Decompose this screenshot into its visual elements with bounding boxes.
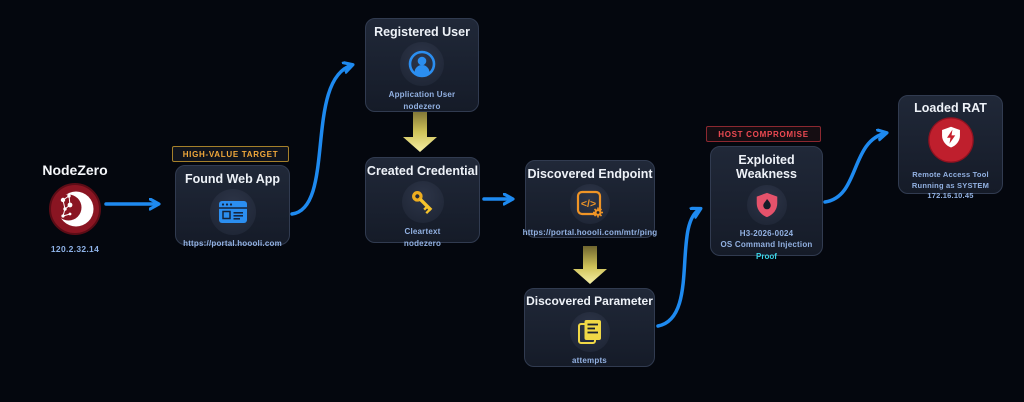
node-subtitle: Application User [388,90,456,100]
nodezero-node[interactable]: NodeZero 120.2.32.14 [25,162,125,254]
discovered-endpoint-node[interactable]: Discovered Endpoint </> https://portal.h… [522,160,658,238]
rat-privilege: Running as SYSTEM [911,180,990,190]
node-title: Registered User [374,25,470,39]
rat-description: Remote Access Tool [912,170,989,180]
arrow-webapp-to-registered [290,65,352,216]
nodezero-logo-icon [49,183,101,240]
node-title: NodeZero [42,162,108,178]
node-subtitle: Cleartext [404,227,441,237]
node-url: https://portal.hoooli.com [183,239,282,249]
node-subtitle: nodezero [403,238,442,248]
shield-bolt-icon [927,117,974,168]
svg-text:</>: </> [580,198,595,210]
node-url: https://portal.hoooli.com/mtr/ping [522,228,658,238]
node-title: Discovered Parameter [526,294,653,308]
created-credential-node[interactable]: Created Credential Cleartext nodezero [365,157,480,248]
found-web-app-node[interactable]: Found Web App https://portal.hoooli.com [175,165,290,248]
node-subtitle: nodezero [403,101,441,111]
node-title: Found Web App [184,172,281,186]
node-ip: 120.2.32.14 [50,244,100,254]
weakness-id: H3-2026-0024 [739,228,794,238]
high-value-target-badge: HIGH-VALUE TARGET [172,146,289,162]
node-title: Exploited Weakness [736,153,797,182]
host-compromise-badge: HOST COMPROMISE [706,126,821,142]
user-icon [400,42,444,87]
arrow-registered-to-credential [403,107,437,152]
shield-flame-icon [746,184,787,225]
exploited-weakness-node[interactable]: Exploited Weakness H3-2026-0024 OS Comma… [710,146,823,261]
discovered-parameter-node[interactable]: Discovered Parameter attempts [524,288,655,367]
api-endpoint-icon: </> [570,184,610,225]
arrow-endpoint-to-parameter [573,246,607,284]
rat-ip: 172.16.10.45 [927,191,974,201]
node-title: Created Credential [366,164,479,178]
web-app-icon [209,189,256,236]
node-title: Loaded RAT [914,101,987,115]
key-icon [401,181,444,224]
node-title: Discovered Endpoint [527,167,653,181]
arrow-parameter-to-exploited [656,209,700,328]
parameter-pages-icon [569,311,610,352]
arrow-exploited-to-rat [823,133,886,204]
loaded-rat-node[interactable]: Loaded RAT Remote Access Tool Running as… [898,95,1003,200]
proof-link[interactable]: Proof [756,251,777,261]
registered-user-node[interactable]: Registered User Application User nodezer… [365,18,479,112]
node-subtitle: attempts [572,355,607,365]
weakness-name: OS Command Injection [720,240,813,250]
